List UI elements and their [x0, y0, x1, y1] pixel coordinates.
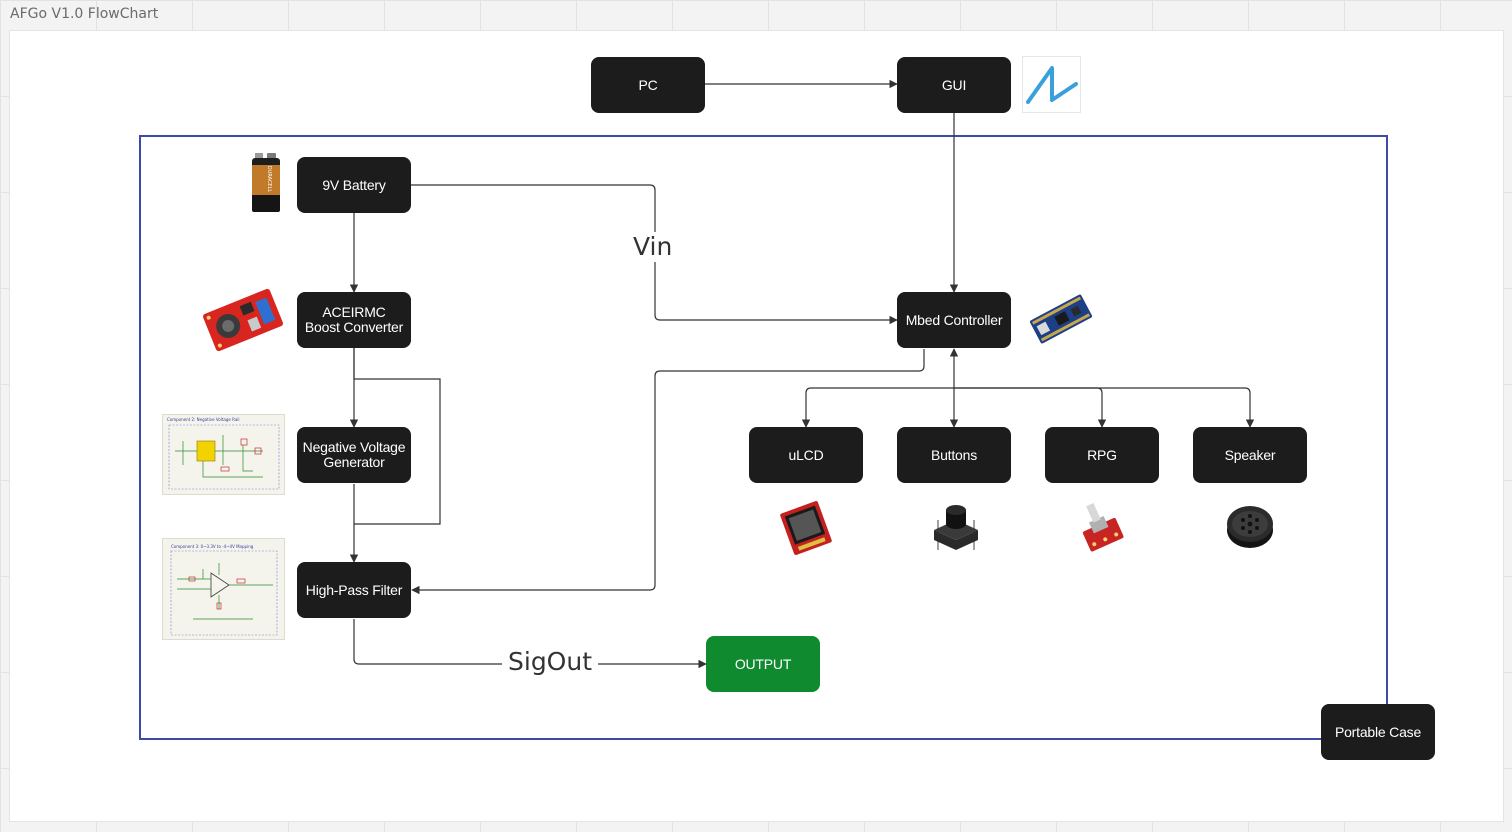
- mbed-board-image[interactable]: [1026, 290, 1096, 348]
- node-portable-case[interactable]: Portable Case: [1321, 704, 1435, 760]
- node-output[interactable]: OUTPUT: [706, 636, 820, 692]
- portable-case-frame[interactable]: [139, 135, 1388, 740]
- edge-label-vin[interactable]: Vin: [627, 232, 679, 262]
- node-rpg[interactable]: RPG: [1045, 427, 1159, 483]
- node-ulcd[interactable]: uLCD: [749, 427, 863, 483]
- node-gui[interactable]: GUI: [897, 57, 1011, 113]
- node-pc[interactable]: PC: [591, 57, 705, 113]
- node-negative-voltage-generator[interactable]: Negative Voltage Generator: [297, 427, 411, 483]
- node-boost-converter[interactable]: ACEIRMC Boost Converter: [297, 292, 411, 348]
- node-mbed-controller[interactable]: Mbed Controller: [897, 292, 1011, 348]
- node-speaker[interactable]: Speaker: [1193, 427, 1307, 483]
- battery-image[interactable]: DURACELL: [249, 153, 283, 213]
- high-pass-schematic[interactable]: Component 3: 0~3.3V to -4~4V Mapping: [162, 538, 285, 640]
- negative-voltage-schematic[interactable]: Component 2: Negative Voltage Rail: [162, 414, 285, 495]
- battery-brand-text: DURACELL: [266, 166, 272, 193]
- rotary-encoder-image[interactable]: [1074, 498, 1130, 558]
- negative-schematic-title: Component 2: Negative Voltage Rail: [167, 417, 240, 422]
- boost-converter-image[interactable]: [201, 288, 285, 352]
- speaker-image[interactable]: [1222, 500, 1278, 552]
- edge-label-sigout[interactable]: SigOut: [502, 647, 599, 677]
- highpass-schematic-title: Component 3: 0~3.3V to -4~4V Mapping: [171, 544, 254, 549]
- node-high-pass-filter[interactable]: High-Pass Filter: [297, 562, 411, 618]
- board-title: AFGo V1.0 FlowChart: [10, 6, 159, 22]
- gui-waveform-icon[interactable]: [1022, 56, 1081, 113]
- node-buttons[interactable]: Buttons: [897, 427, 1011, 483]
- ulcd-image[interactable]: [778, 500, 834, 556]
- push-button-image[interactable]: [928, 500, 984, 556]
- node-9v-battery[interactable]: 9V Battery: [297, 157, 411, 213]
